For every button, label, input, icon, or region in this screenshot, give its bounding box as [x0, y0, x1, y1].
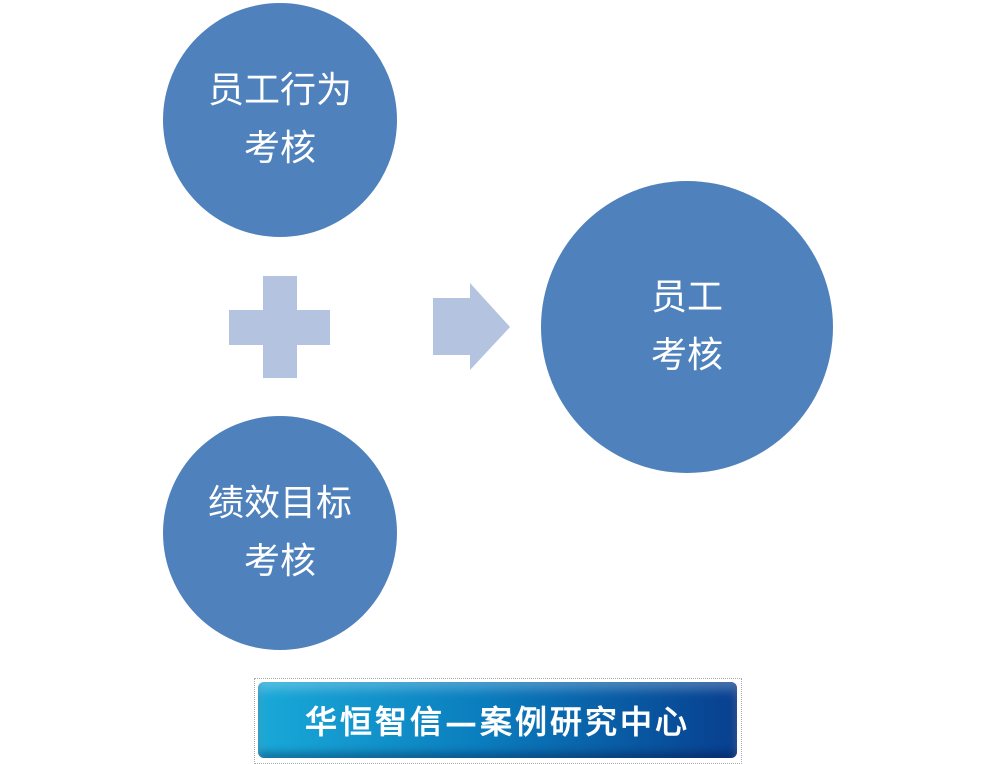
arrow-right-icon: [433, 283, 510, 370]
node-label-line2: 考核: [650, 335, 723, 376]
node-label-line1: 绩效目标: [207, 483, 352, 524]
employee-behavior-assessment-node: 员工行为 考核: [163, 3, 397, 237]
node-label-line2: 考核: [243, 128, 316, 169]
footer-banner: 华恒智信—案例研究中心: [258, 682, 737, 758]
plus-icon: [263, 276, 297, 378]
node-label-line1: 员工: [650, 277, 723, 318]
node-label-line1: 员工行为: [207, 70, 352, 111]
performance-goal-assessment-node: 绩效目标 考核: [163, 416, 397, 650]
banner-text: 华恒智信—案例研究中心: [304, 703, 690, 741]
node-label-line2: 考核: [243, 541, 316, 582]
employee-assessment-node: 员工 考核: [541, 181, 833, 473]
